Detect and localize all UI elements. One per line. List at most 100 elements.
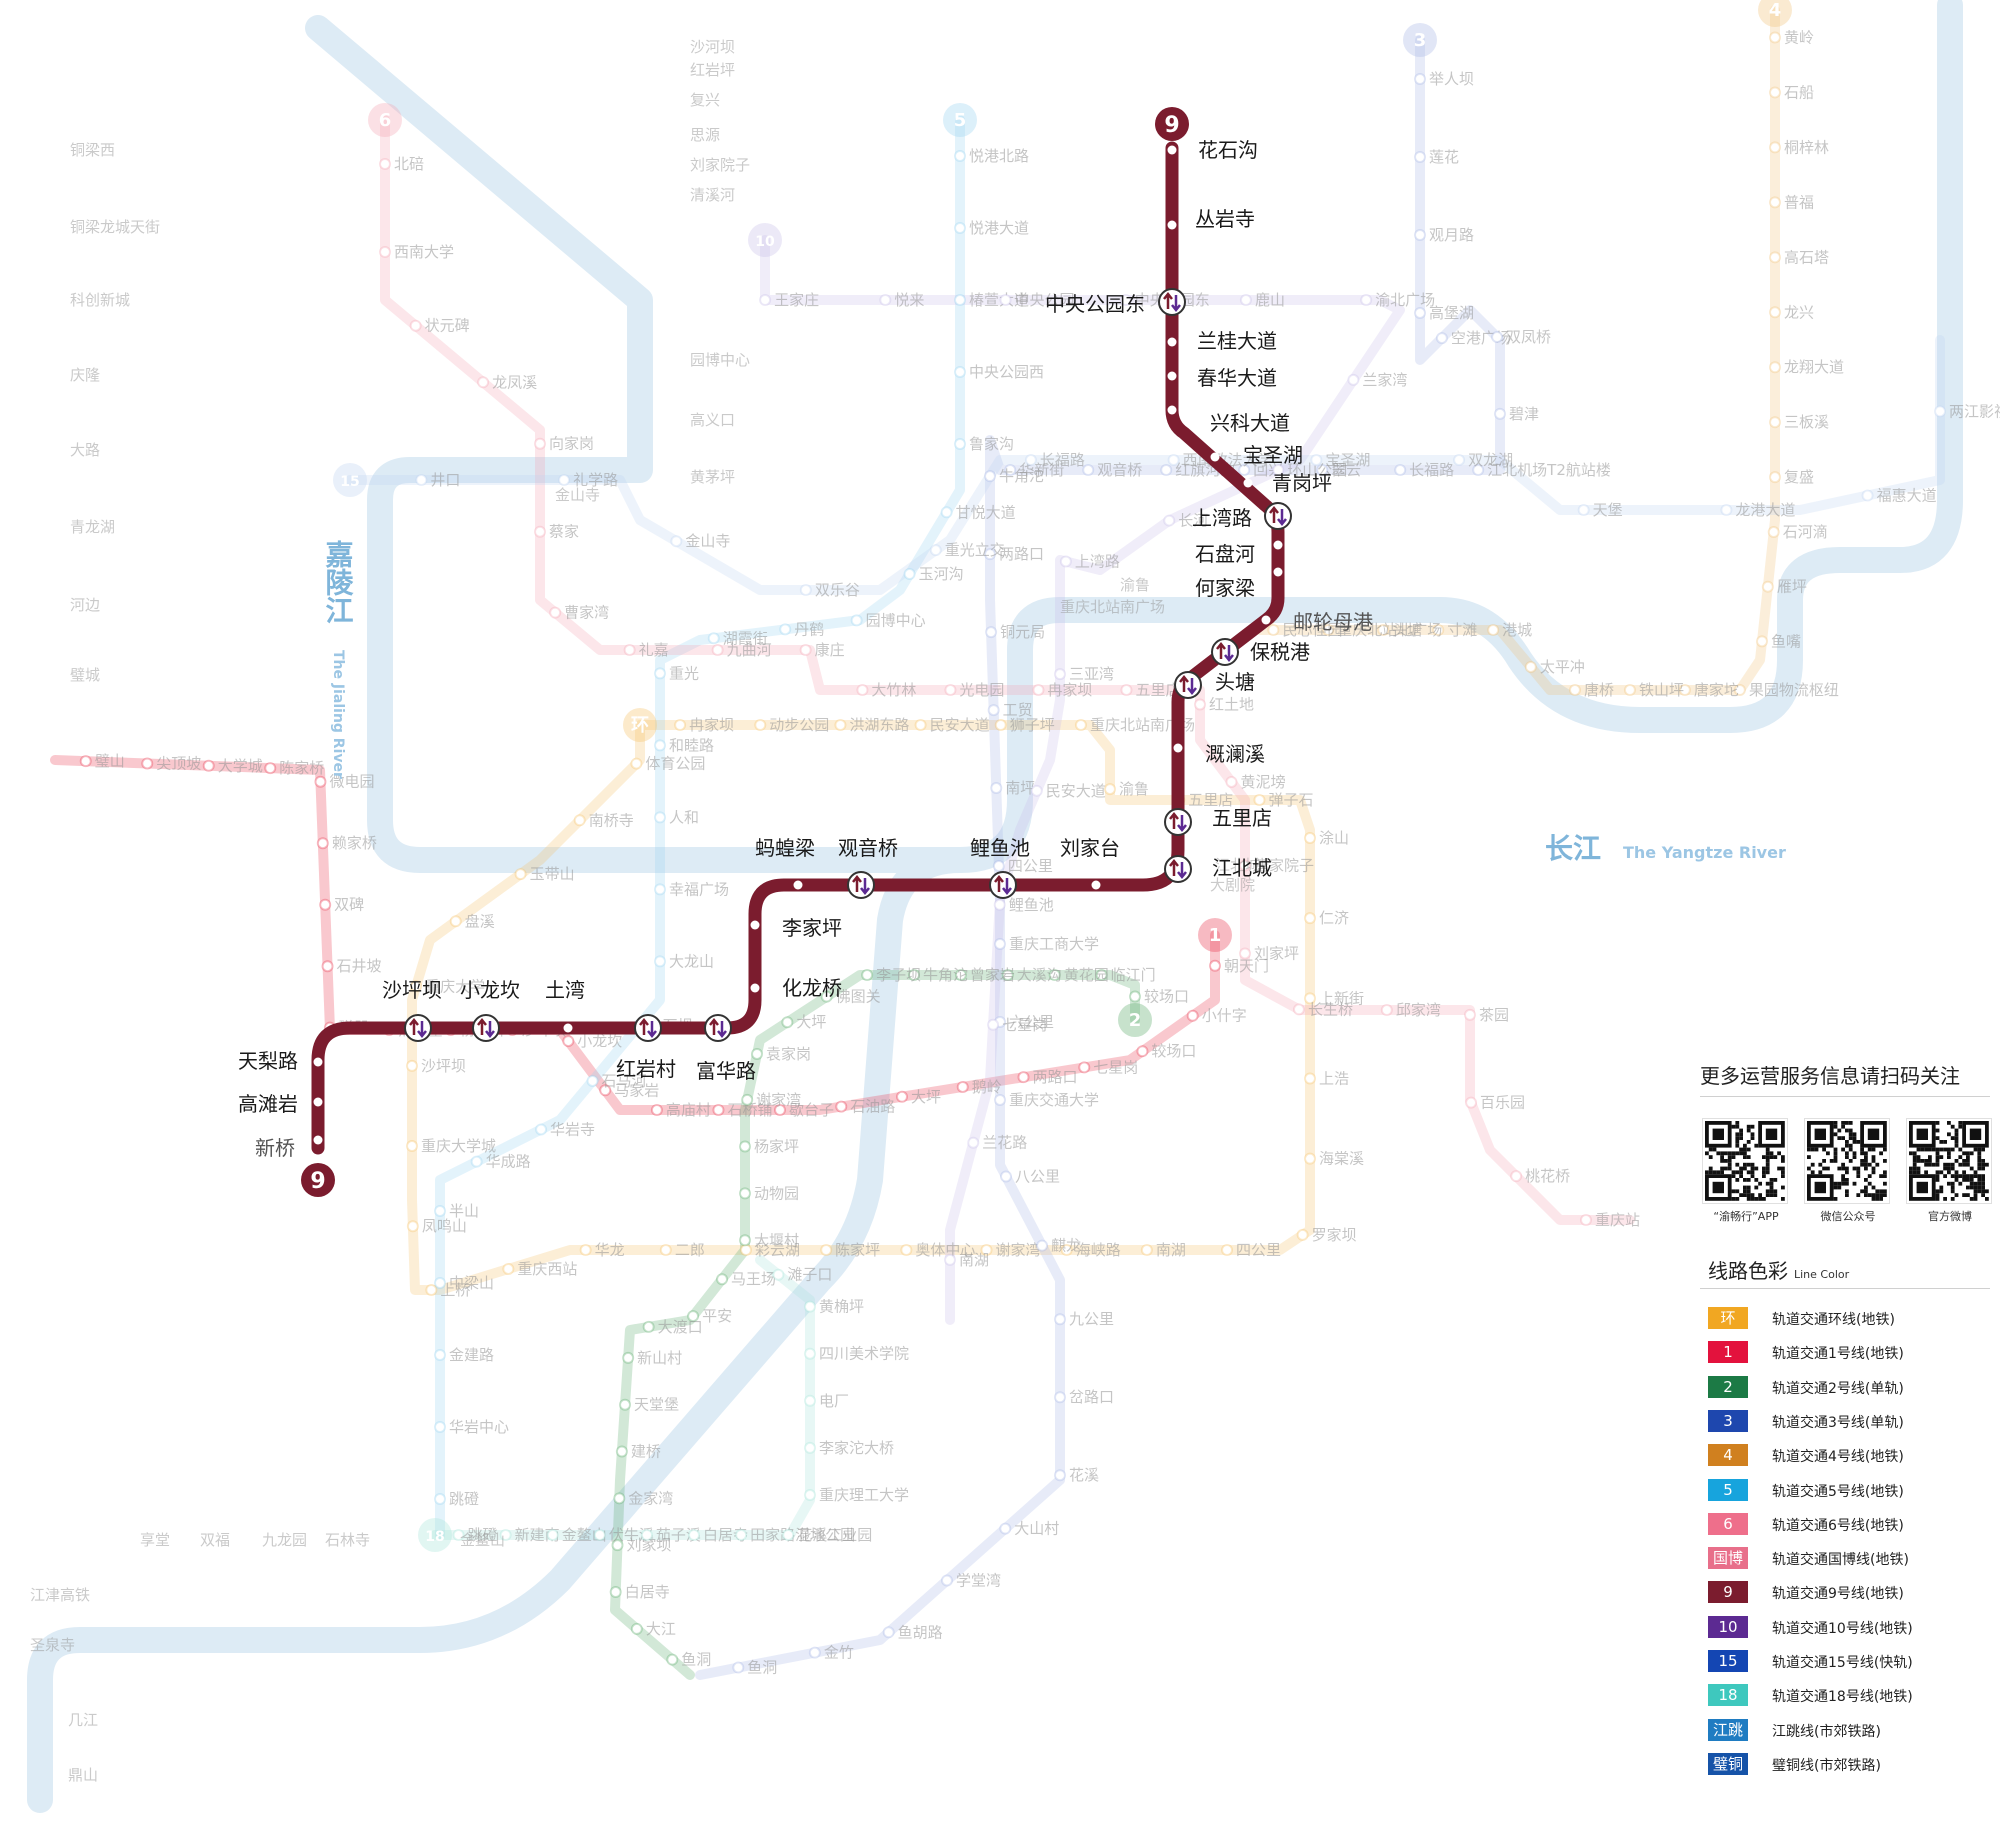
station-s12[interactable]: 邮轮母港 — [1261, 610, 1374, 634]
station-s24[interactable]: 富华路 — [696, 1014, 756, 1083]
station-s28[interactable]: 沙坪坝 — [382, 978, 442, 1042]
qr-module — [1912, 1166, 1917, 1171]
bg-station-dot — [1769, 31, 1781, 44]
station-s11[interactable]: 何家梁 — [1195, 567, 1283, 601]
qr-module — [1969, 1151, 1974, 1156]
qr-module — [1931, 1147, 1936, 1152]
qr-module — [1943, 1162, 1947, 1167]
bg-station-dot — [712, 1104, 725, 1116]
station-s08[interactable]: 青岗坪 — [1243, 471, 1333, 495]
bg-station-dot — [609, 1586, 622, 1599]
bg-station-dot — [1322, 624, 1335, 636]
station-s06[interactable]: 兴科大道 — [1167, 405, 1291, 436]
station-s25[interactable]: 红岩村 — [616, 1014, 676, 1081]
station-s14[interactable]: 头塘 — [1174, 670, 1255, 699]
qr-module — [1765, 1147, 1770, 1152]
bg-station-label: 铜元局 — [1000, 623, 1045, 641]
bg-station-dot — [1304, 1072, 1316, 1085]
qr-module — [1950, 1189, 1955, 1194]
qr-module — [1973, 1197, 1978, 1201]
station-s05[interactable]: 春华大道 — [1167, 366, 1278, 390]
qr-module — [1852, 1181, 1857, 1186]
qr-module — [1735, 1162, 1740, 1167]
bg-station-label: 六公里 — [1009, 1013, 1054, 1031]
station-s15[interactable]: 溉澜溪 — [1173, 742, 1266, 766]
station-label: 头塘 — [1215, 670, 1255, 694]
bg-station-label: 上浩 — [1319, 1070, 1349, 1088]
station-s31[interactable]: 新桥 — [255, 1135, 323, 1161]
qr-module — [1912, 1170, 1917, 1175]
bg-station-dot — [654, 667, 666, 680]
bg-line-badge — [368, 103, 402, 137]
qr-module — [1966, 1155, 1970, 1159]
bg-station-dot — [1163, 514, 1176, 527]
qr-module — [1939, 1155, 1944, 1159]
station-s27[interactable]: 小龙坎 — [460, 978, 520, 1042]
arrow-down-icon — [647, 1021, 657, 1039]
station-s22[interactable]: 李家坪 — [750, 916, 843, 940]
bg-station-label: 伏牛溪 — [609, 1526, 654, 1544]
station-s01[interactable]: 花石沟 — [1167, 138, 1259, 162]
station-s16[interactable]: 五里店 — [1164, 806, 1272, 836]
station-s13[interactable]: 保税港 — [1211, 638, 1310, 666]
qr-module — [1720, 1155, 1724, 1159]
bg-station-label: 重庆理工大学 — [819, 1486, 909, 1504]
qr-module — [1735, 1124, 1740, 1129]
qr-module — [1852, 1132, 1857, 1137]
bg-extra-label: 鼎山 — [68, 1766, 98, 1784]
station-s23[interactable]: 化龙桥 — [750, 976, 843, 1000]
station-s19[interactable]: 鲤鱼池 — [970, 836, 1030, 899]
qr-module — [1848, 1121, 1853, 1125]
station-s07[interactable]: 宝圣湖 — [1210, 443, 1304, 467]
station-dot — [1091, 880, 1101, 890]
bg-station-label: 谢家湾 — [756, 1091, 801, 1109]
bg-station-dot — [1316, 464, 1329, 476]
qr-module — [1841, 1181, 1845, 1186]
station-s29[interactable]: 天梨路 — [238, 1049, 323, 1073]
station-s04[interactable]: 兰桂大道 — [1167, 329, 1278, 353]
bg-station-dot — [1769, 306, 1781, 319]
station-s10[interactable]: 石盘河 — [1195, 540, 1283, 567]
qr-module — [1977, 1147, 1982, 1152]
qr-module — [1750, 1193, 1755, 1197]
transfer-station-icon — [847, 871, 875, 899]
station-s03[interactable]: 中央公园东 — [1045, 288, 1186, 316]
qr-module — [1754, 1166, 1759, 1171]
bg-station-label: 重庆工商大学 — [1009, 935, 1099, 953]
station-s26[interactable]: 土湾 — [545, 978, 585, 1033]
station-s02[interactable]: 丛岩寺 — [1167, 207, 1256, 231]
qr-module — [1981, 1189, 1985, 1194]
qr-wechat[interactable]: 微信公众号 — [1804, 1118, 1892, 1224]
qr-module — [1935, 1128, 1940, 1133]
station-label: 邮轮母港 — [1293, 610, 1373, 634]
bg-station-label: 七星岗 — [1093, 1058, 1138, 1076]
bg-station-dot — [1414, 72, 1426, 85]
line-9-badge-label: 9 — [1164, 113, 1179, 138]
qr-module — [1969, 1181, 1974, 1186]
bg-extra-label: 庆隆 — [70, 366, 100, 384]
qr-weibo[interactable]: 官方微博 — [1906, 1118, 1994, 1224]
station-s21[interactable]: 蚂蝗梁 — [755, 836, 815, 890]
qr-module — [1943, 1166, 1947, 1171]
station-s18[interactable]: 刘家台 — [1060, 836, 1120, 890]
bg-extra-label: 科创新城 — [70, 291, 130, 309]
station-s20[interactable]: 观音桥 — [838, 836, 898, 899]
bg-station-dot — [1160, 464, 1173, 476]
station-s09[interactable]: 上湾路 — [1192, 502, 1292, 530]
qr-module — [1879, 1193, 1883, 1197]
bg-station-label: 民心佳园 — [1282, 621, 1342, 639]
bg-station-label: 向家岗 — [549, 435, 594, 453]
bg-station-label: 石油路 — [850, 1098, 895, 1116]
bg-station-label: 佛图关 — [836, 988, 881, 1006]
bg-station-dot — [1394, 464, 1407, 476]
bg-station-label: 双乐谷 — [815, 581, 860, 599]
station-s17[interactable]: 江北城 — [1164, 855, 1272, 883]
station-s30[interactable]: 高滩岩 — [238, 1092, 323, 1116]
qr-module — [1833, 1181, 1838, 1186]
bg-station-label: 半山 — [449, 1202, 479, 1220]
legend-swatch: 15 — [1708, 1650, 1748, 1672]
bg-station-label: 井口 — [430, 471, 460, 489]
qr-app[interactable]: “渝畅行”APP — [1702, 1118, 1790, 1224]
